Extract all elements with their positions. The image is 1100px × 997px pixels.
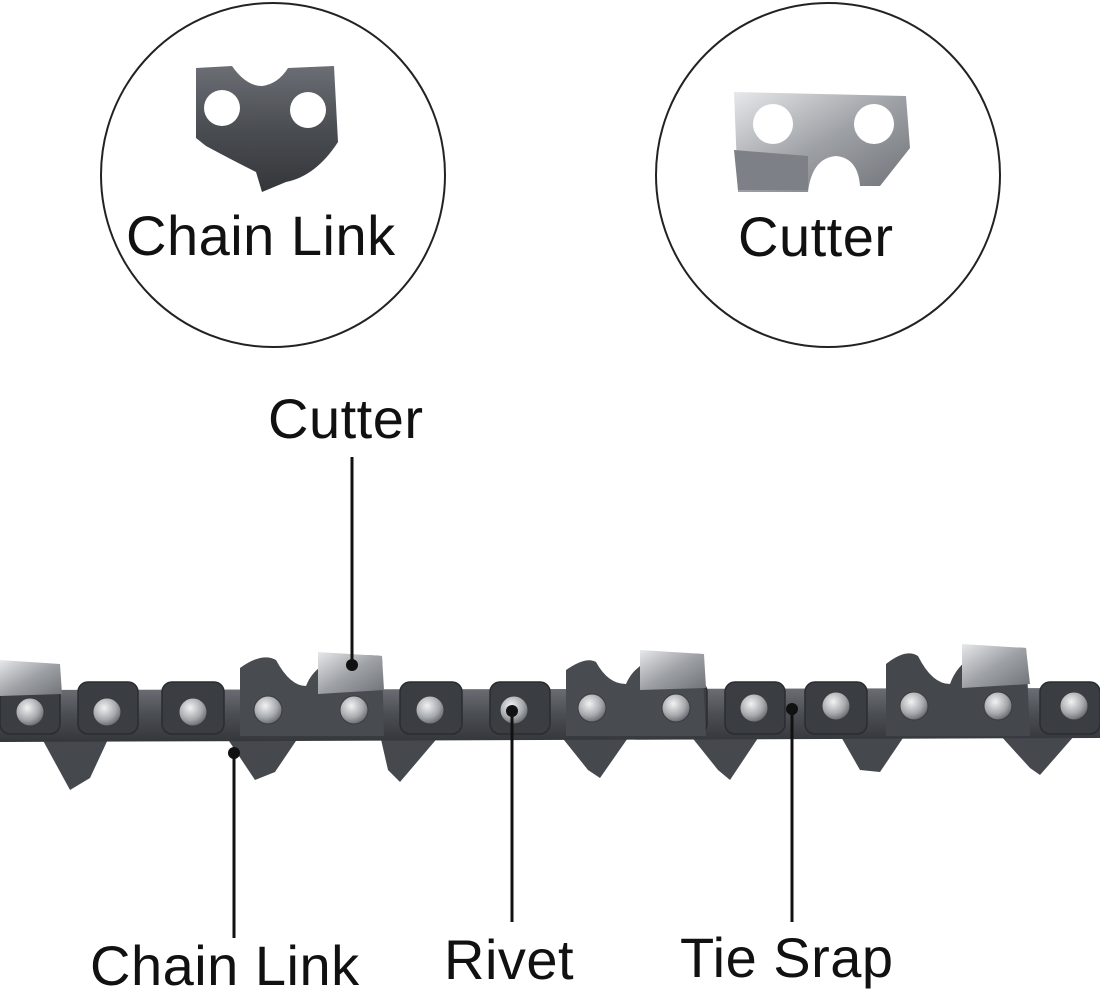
cutter-label: Cutter — [268, 387, 424, 450]
chain-link-callout-label: Chain Link — [126, 204, 396, 267]
chain-link-part-icon — [196, 66, 338, 192]
leader-lines — [228, 457, 798, 938]
saw-chain — [0, 644, 1100, 790]
cutter-callout-label: Cutter — [738, 205, 894, 268]
rivet-label: Rivet — [444, 928, 575, 991]
tie-strap-label: Tie Srap — [680, 926, 894, 989]
chain-link-label: Chain Link — [90, 934, 360, 997]
cutter-part-icon — [734, 92, 910, 192]
cutter-callout — [655, 2, 1001, 348]
